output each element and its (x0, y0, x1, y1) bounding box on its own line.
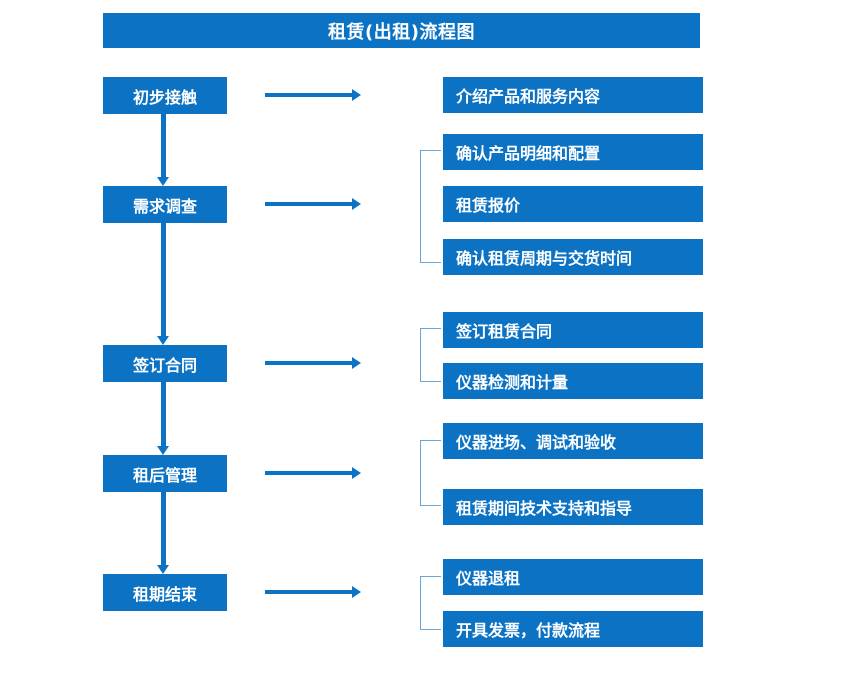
detail-box-5-2[interactable]: 开具发票，付款流程 (443, 611, 703, 647)
vertical-arrow-icon-3-4 (157, 382, 170, 455)
stage-box-4[interactable]: 租后管理 (103, 455, 227, 492)
vertical-arrow-icon-1-2 (157, 114, 170, 186)
stage-box-1[interactable]: 初步接触 (103, 77, 227, 114)
detail-box-5-1[interactable]: 仪器退租 (443, 559, 703, 595)
horizontal-arrow-icon-4 (265, 467, 361, 479)
group-bracket-3 (420, 328, 441, 382)
detail-box-3-2[interactable]: 仪器检测和计量 (443, 363, 703, 399)
vertical-arrow-icon-2-3 (157, 223, 170, 345)
detail-box-1-1[interactable]: 介绍产品和服务内容 (443, 77, 703, 113)
horizontal-arrow-icon-2 (265, 198, 361, 210)
detail-box-2-3[interactable]: 确认租赁周期与交货时间 (443, 239, 703, 275)
group-bracket-5 (420, 576, 441, 630)
detail-box-3-1[interactable]: 签订租赁合同 (443, 312, 703, 348)
stage-box-5[interactable]: 租期结束 (103, 574, 227, 611)
horizontal-arrow-icon-5 (265, 586, 361, 598)
group-bracket-4 (420, 440, 441, 506)
detail-box-2-1[interactable]: 确认产品明细和配置 (443, 134, 703, 170)
detail-box-4-1[interactable]: 仪器进场、调试和验收 (443, 423, 703, 459)
detail-box-2-2[interactable]: 租赁报价 (443, 186, 703, 222)
diagram-title: 租赁(出租)流程图 (103, 13, 700, 48)
detail-box-4-2[interactable]: 租赁期间技术支持和指导 (443, 489, 703, 525)
stage-box-3[interactable]: 签订合同 (103, 345, 227, 382)
stage-box-2[interactable]: 需求调查 (103, 186, 227, 223)
horizontal-arrow-icon-3 (265, 357, 361, 369)
vertical-arrow-icon-4-5 (157, 492, 170, 574)
group-bracket-2 (420, 150, 441, 263)
horizontal-arrow-icon-1 (265, 89, 361, 101)
